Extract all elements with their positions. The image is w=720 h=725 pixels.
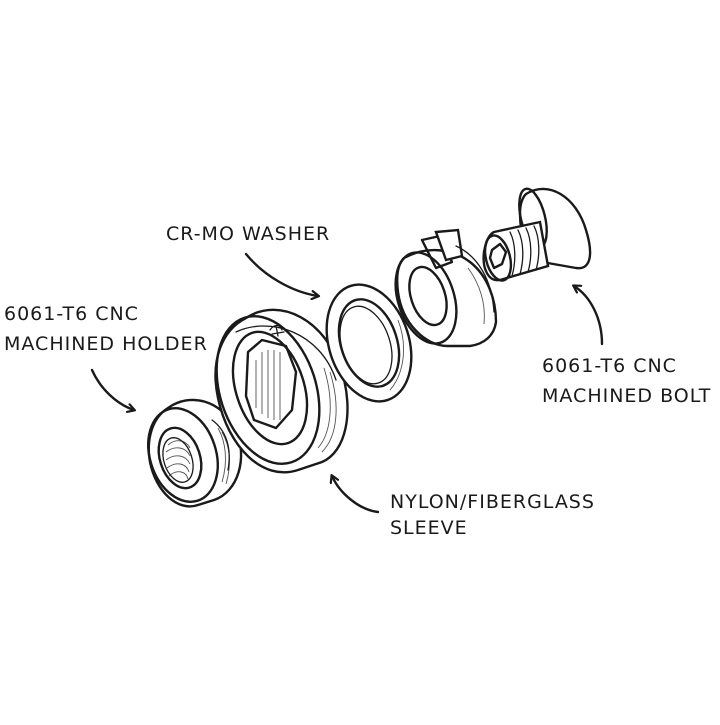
split-nut-part <box>394 228 498 348</box>
washer-label-text: CR-MO WASHER <box>166 223 331 245</box>
holder-arrow <box>90 368 134 410</box>
washer-part <box>325 283 413 403</box>
washer-label: CR-MO WASHER <box>166 222 330 246</box>
sleeve-label-line-1: NYLON/FIBERGLASS <box>390 491 595 513</box>
machined-bolt-part <box>482 187 592 282</box>
holder-label: 6061-T6 CNC MACHINED HOLDER <box>4 302 208 356</box>
bolt-label-line-1: 6061-T6 CNC <box>542 355 677 377</box>
sleeve-arrow <box>332 476 380 514</box>
holder-label-line-1: 6061-T6 CNC <box>4 303 139 325</box>
sleeve-label: NYLON/FIBERGLASS SLEEVE <box>390 490 595 540</box>
bolt-arrow <box>574 286 604 346</box>
bolt-label: 6061-T6 CNC MACHINED BOLT <box>542 354 711 408</box>
holder-label-line-2: MACHINED HOLDER <box>4 333 208 355</box>
machined-holder-part <box>147 398 243 508</box>
washer-arrow <box>244 252 318 296</box>
sleeve-part <box>214 308 349 474</box>
sleeve-label-line-2: SLEEVE <box>390 517 468 539</box>
bolt-label-line-2: MACHINED BOLT <box>542 385 712 407</box>
